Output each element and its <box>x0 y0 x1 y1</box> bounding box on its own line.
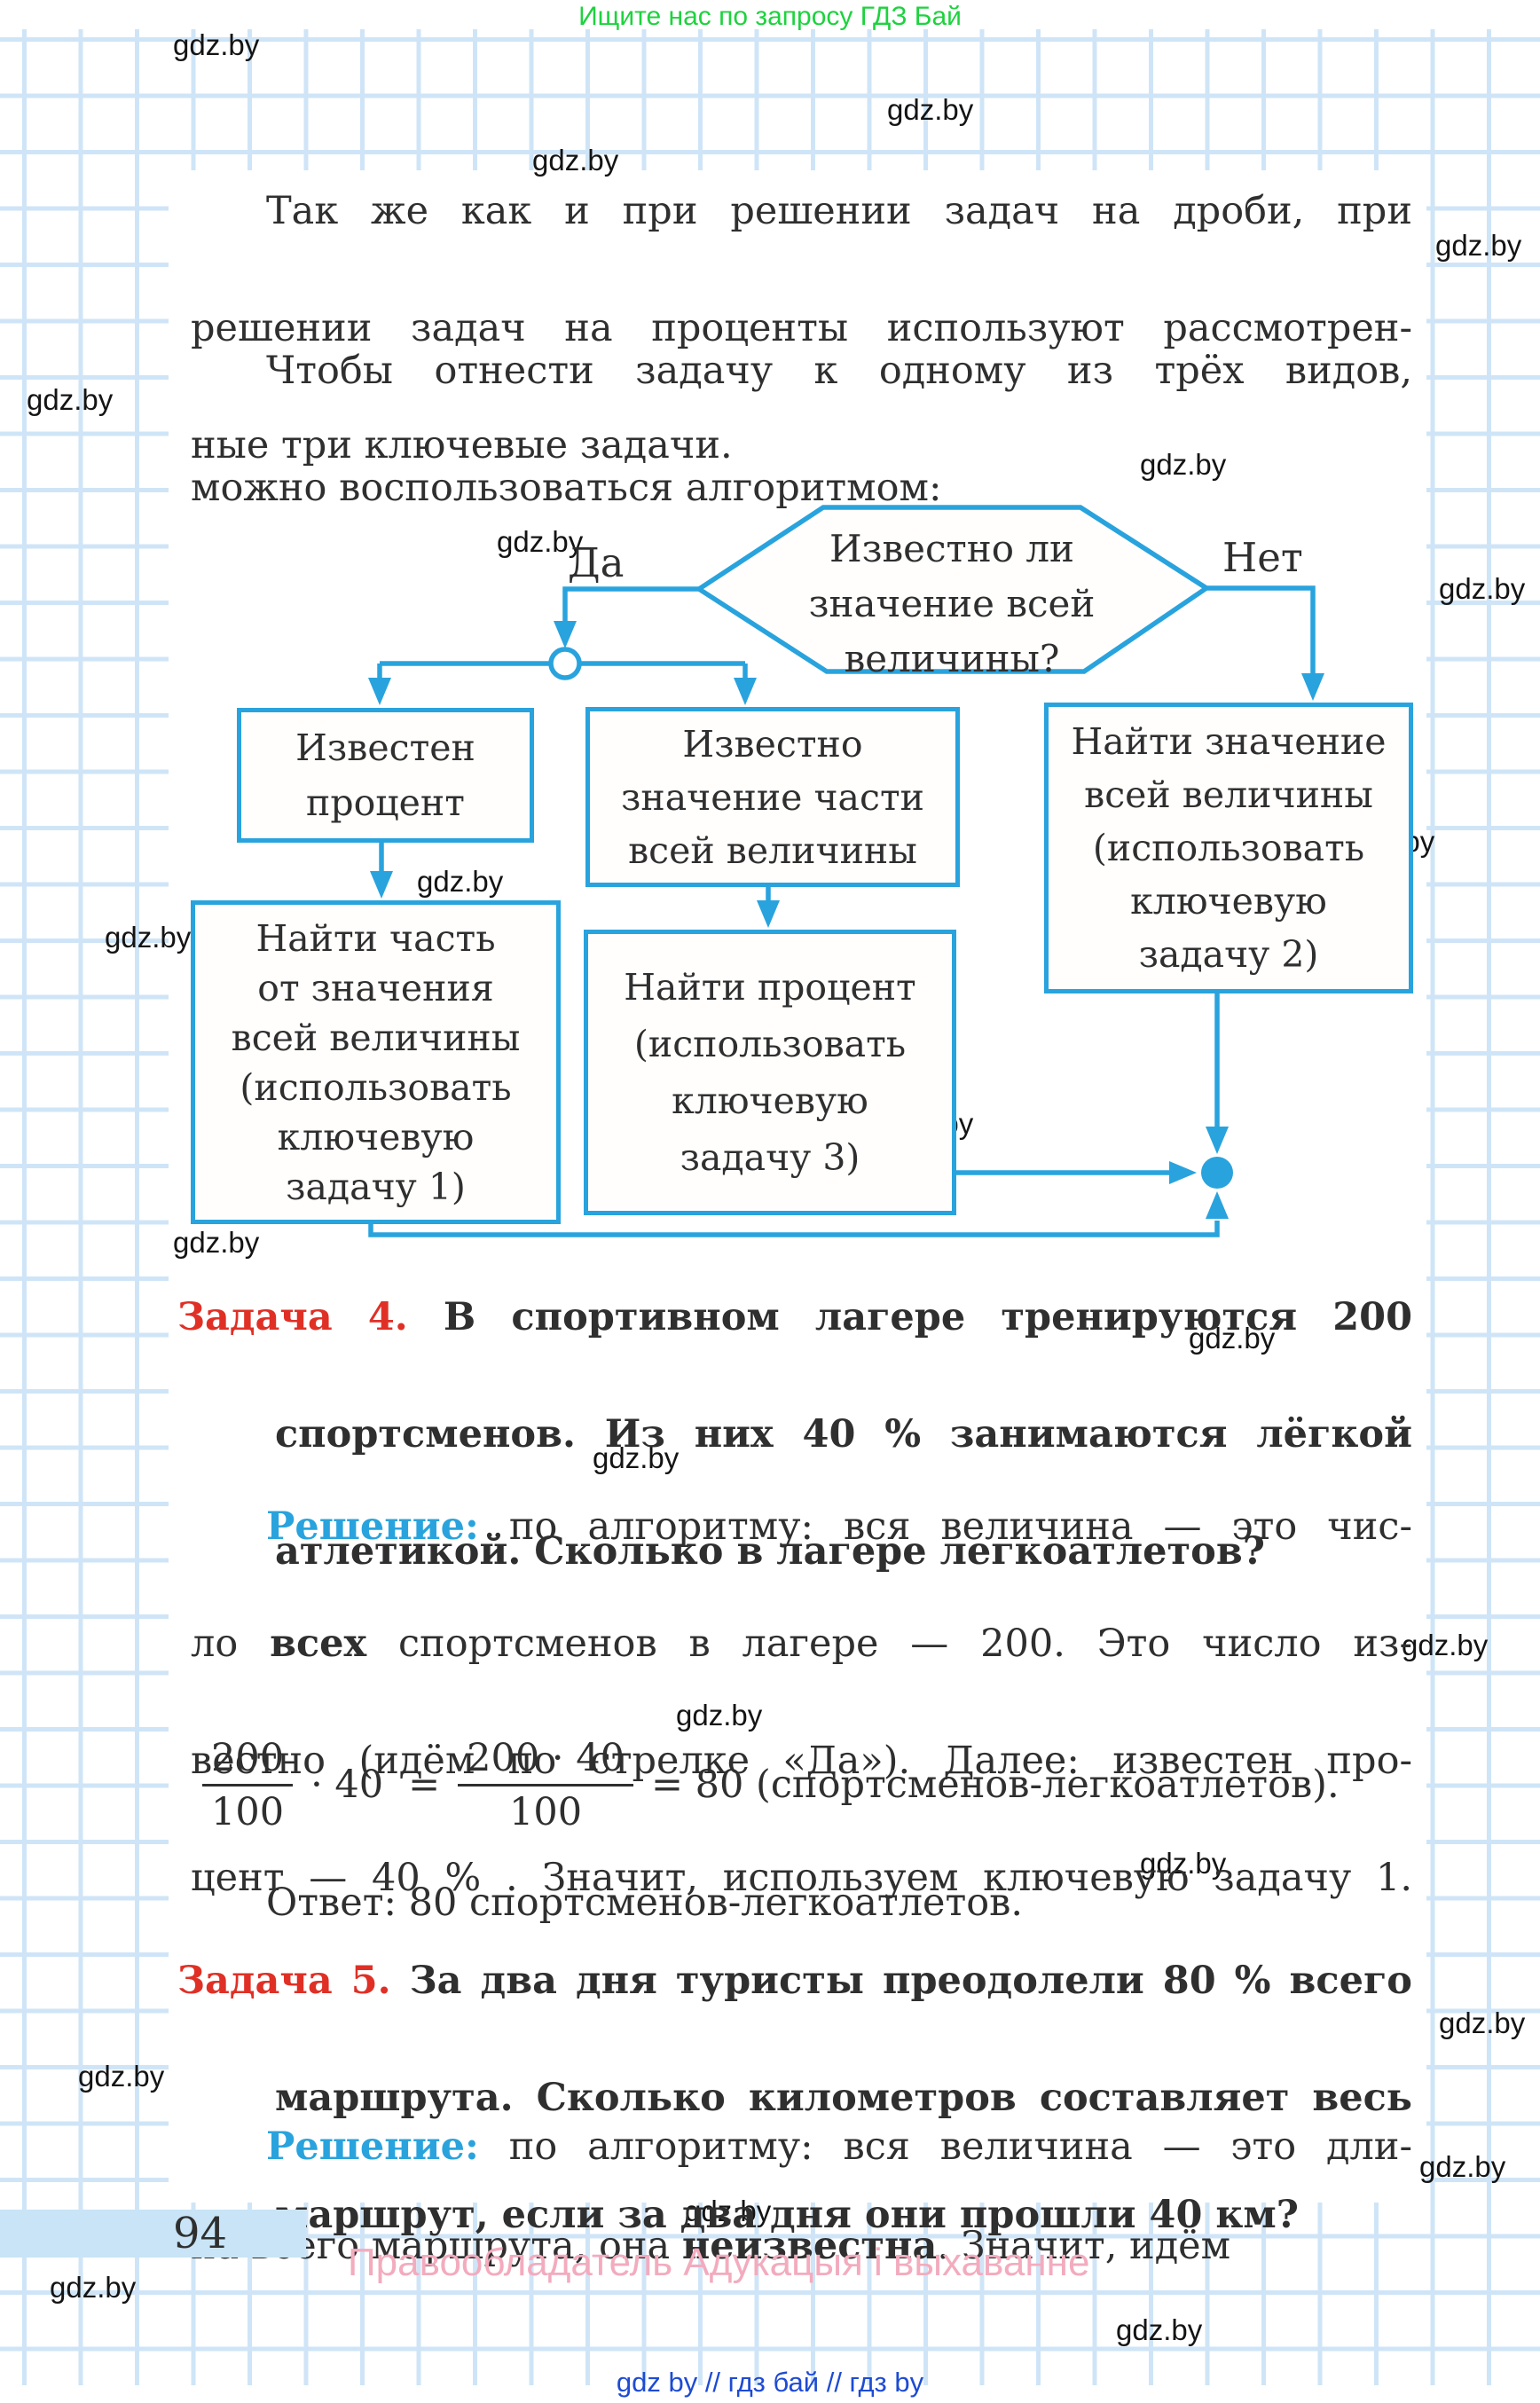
text-line: маршрута. Сколько километров составляет … <box>275 2076 1412 2120</box>
flowchart-connectors <box>368 505 1324 1237</box>
numerator: 200 <box>202 1736 294 1787</box>
page-number: 94 <box>173 2209 228 2258</box>
footer-links: gdz by // гдз бай // гдз by <box>616 2367 924 2398</box>
text-line: Так же как и при решении задач на дроби,… <box>266 189 1412 233</box>
task-5-label: Задача 5. <box>177 1959 391 2003</box>
equals-sign: = <box>408 1763 441 1807</box>
task-text: В спортивном лагере тренируются 200 <box>407 1295 1412 1339</box>
formula-result: = 80 (спортсменов-легкоатлетов). <box>650 1763 1340 1807</box>
copyright-line: Правообладатель Адукацыя і выхаванне <box>348 2241 1090 2284</box>
solution-text: по алгоритму: вся величина — это дли- <box>478 2124 1412 2169</box>
text-line: можно воспользоваться алгоритмом: <box>191 466 942 510</box>
text-line: ло всех спортсменов в лагере — 200. Это … <box>191 1622 1412 1666</box>
intro-paragraph-1: Так же как и при решении задач на дроби,… <box>191 182 1412 475</box>
text-line: ные три ключевые задачи. <box>191 423 733 467</box>
text-line: Задача 4. В спортивном лагере тренируютс… <box>177 1288 1412 1405</box>
text-line: Решение: по алгоритму: вся величина — эт… <box>191 2122 1412 2221</box>
promo-header: Ищите нас по запросу ГДЗ Бай <box>578 2 962 31</box>
text-line: Ответ: 80 спортсменов-легкоатлетов. <box>266 1881 1024 1925</box>
yes-branch-label: Да <box>568 539 625 586</box>
answer-4: Ответ: 80 спортсменов-легкоатлетов. <box>266 1873 1412 1932</box>
formula-row: 200 100 · 40 = 200 · 40 100 = 80 (спортс… <box>197 1719 1421 1850</box>
text-line: маршрут, если за два дня они прошли 40 к… <box>275 2193 1299 2237</box>
solution-4-label: Решение: <box>266 1504 479 1549</box>
text-line: Задача 5. За два дня туристы преодолели … <box>177 1951 1412 2069</box>
text-line: решении задач на проценты используют рас… <box>191 306 1412 350</box>
bottom-white-strip <box>0 2385 1540 2403</box>
text-line: цент — 40 % . Значит, используем ключеву… <box>191 1856 1412 1900</box>
no-branch-label: Нет <box>1222 534 1303 581</box>
fraction-1: 200 100 <box>202 1736 294 1834</box>
intro-paragraph-2: Чтобы отнести задачу к одному из трёх ви… <box>191 342 1412 517</box>
denominator: 100 <box>211 1789 285 1834</box>
text-line: Решение: по алгоритму: вся величина — эт… <box>191 1497 1412 1614</box>
text-line: атлетикой. Сколько в лагере легкоатлетов… <box>275 1529 1265 1574</box>
fraction-2: 200 · 40 100 <box>458 1736 633 1834</box>
text-line: вестно (идём по стрелке «Да»). Далее: из… <box>191 1739 1412 1783</box>
multiply-term: · 40 <box>310 1763 384 1807</box>
task-4: Задача 4. В спортивном лагере тренируютс… <box>177 1288 1412 1581</box>
task-text: За два дня туристы преодолели 80 % всего <box>390 1959 1412 2003</box>
numerator: 200 · 40 <box>458 1736 633 1787</box>
merge-dot <box>1201 1157 1233 1189</box>
task-5: Задача 5. За два дня туристы преодолели … <box>177 1951 1412 2244</box>
connector-junction-circle <box>548 647 582 680</box>
solution-text: по алгоритму: вся величина — это чис- <box>478 1504 1412 1549</box>
solution-4: Решение: по алгоритму: вся величина — эт… <box>191 1497 1412 1966</box>
task-4-label: Задача 4. <box>177 1295 408 1339</box>
denominator: 100 <box>509 1789 583 1834</box>
page-number-badge: 94 <box>0 2209 306 2258</box>
text-line: спортсменов. Из них 40 % занимаются лёгк… <box>275 1412 1412 1457</box>
solution-5-label: Решение: <box>266 2124 479 2169</box>
text-line: Чтобы отнести задачу к одному из трёх ви… <box>266 349 1412 393</box>
